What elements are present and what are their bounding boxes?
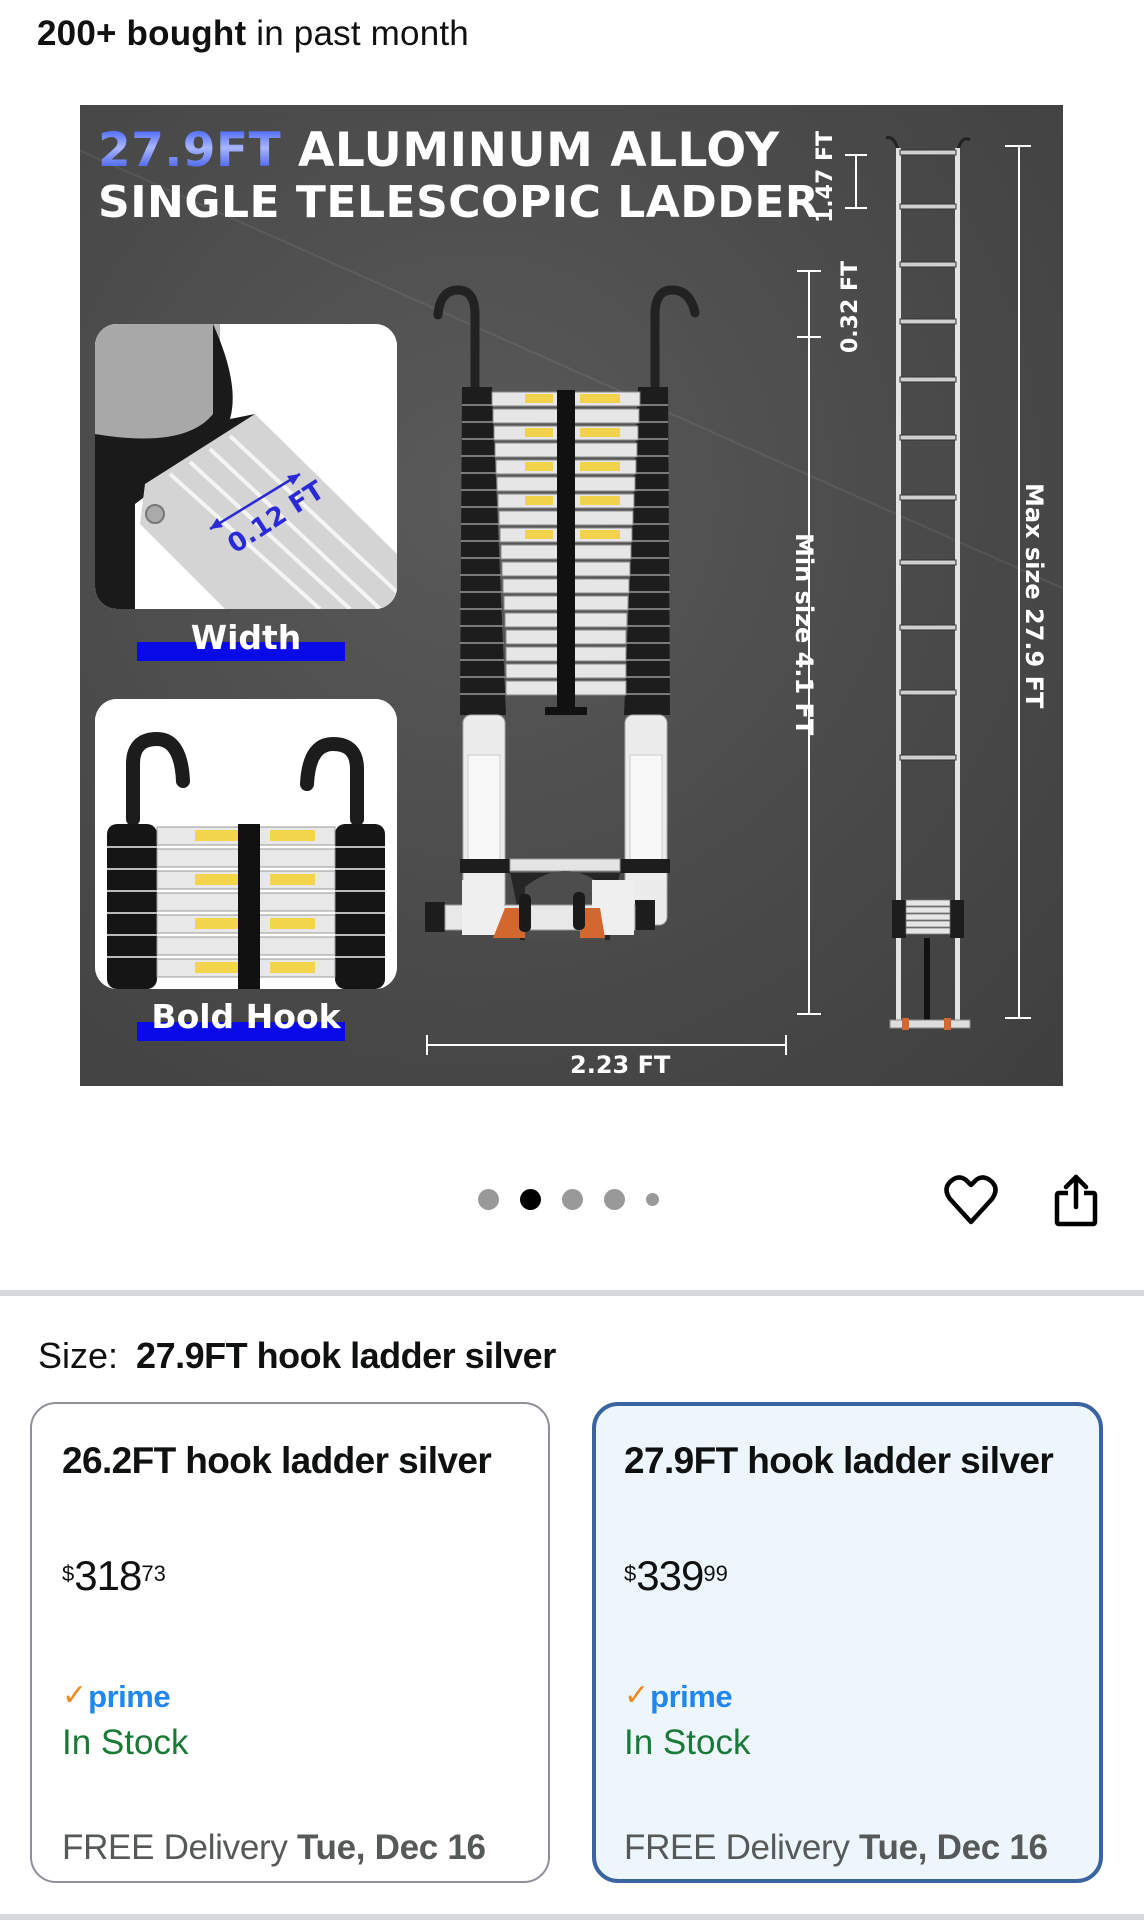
carousel-dot-1[interactable]	[478, 1189, 499, 1210]
max-size-tick-bottom	[1005, 1017, 1031, 1019]
max-size-line	[1018, 145, 1020, 1018]
option-title: 26.2FT hook ladder silver	[62, 1440, 492, 1481]
prime-badge: ✓prime	[624, 1679, 1099, 1713]
min-size-tick-top	[797, 270, 821, 272]
price-symbol: $	[624, 1561, 637, 1586]
carousel-dot-4[interactable]	[604, 1189, 625, 1210]
bought-suffix: in past month	[246, 14, 469, 53]
bought-count: 200+ bought	[37, 14, 247, 53]
step-spacing-tick-top	[845, 154, 867, 156]
max-size-tick-top	[1005, 145, 1031, 147]
prime-check-icon: ✓	[62, 1679, 88, 1712]
carousel-dot-2-active[interactable]	[520, 1189, 541, 1210]
hook-detail-inset	[95, 699, 397, 989]
headline-line2: SINGLE TELESCOPIC LADDER	[98, 176, 820, 228]
carousel-dot-3[interactable]	[562, 1189, 583, 1210]
option-title: 27.9FT hook ladder silver	[624, 1440, 1054, 1481]
step-spacing-tick-bottom	[845, 207, 867, 209]
headline-line1: ALUMINUM ALLOY	[281, 123, 780, 178]
step-spacing-label: 1.47 FT	[813, 131, 838, 223]
base-width-tick-left	[426, 1035, 428, 1055]
min-size-label: Min size 4.1 FT	[790, 533, 818, 736]
price-whole: 318	[74, 1552, 142, 1599]
base-width-line	[427, 1044, 787, 1046]
width-caption-bar	[137, 642, 345, 661]
carousel-dot-5[interactable]	[646, 1193, 659, 1206]
price-symbol: $	[62, 1561, 75, 1586]
product-image[interactable]: 27.9FT ALUMINUM ALLOY SINGLE TELESCOPIC …	[80, 105, 1063, 1086]
delivery-info: FREE Delivery Tue, Dec 16	[62, 1828, 548, 1868]
price-fraction: 73	[141, 1561, 166, 1586]
min-size-line	[808, 270, 810, 1013]
delivery-date: Tue, Dec 16	[859, 1828, 1048, 1867]
section-divider	[0, 1290, 1144, 1296]
delivery-prefix: FREE Delivery	[62, 1828, 298, 1867]
hook-height-label: 0.32 FT	[838, 261, 863, 353]
prime-label: prime	[650, 1678, 733, 1714]
ladder-base-illustration	[425, 880, 655, 938]
selected-size-value: 27.9FT hook ladder silver	[136, 1335, 556, 1376]
size-selector-label: Size: 27.9FT hook ladder silver	[38, 1335, 556, 1377]
share-icon	[1054, 1174, 1098, 1227]
stock-status: In Stock	[62, 1723, 189, 1762]
delivery-prefix: FREE Delivery	[624, 1828, 860, 1867]
extended-ladder-illustration	[885, 136, 971, 1030]
prime-badge: ✓prime	[62, 1679, 548, 1713]
prime-label: prime	[88, 1678, 171, 1714]
step-spacing-line	[855, 155, 857, 208]
price-fraction: 99	[703, 1561, 728, 1586]
collapsed-ladder-illustration	[433, 285, 700, 940]
add-to-list-button[interactable]	[941, 1168, 1001, 1232]
delivery-date: Tue, Dec 16	[297, 1828, 486, 1867]
width-detail-inset: 0.12 FT	[95, 324, 397, 609]
base-width-label: 2.23 FT	[570, 1051, 671, 1079]
width-caption: Width	[190, 618, 302, 657]
headline-highlight: 27.9FT	[98, 123, 282, 178]
stock-status: In Stock	[624, 1723, 751, 1762]
bottom-divider	[0, 1914, 1144, 1920]
hook-height-tick	[797, 336, 821, 338]
base-width-tick-right	[785, 1035, 787, 1055]
hook-caption-bar	[137, 1022, 345, 1041]
max-size-label: Max size 27.9 FT	[1020, 483, 1048, 709]
carousel-pagination[interactable]	[478, 1189, 659, 1210]
delivery-info: FREE Delivery Tue, Dec 16	[624, 1828, 1099, 1868]
price-whole: 339	[636, 1552, 704, 1599]
size-label-text: Size:	[38, 1335, 119, 1376]
share-button[interactable]	[1046, 1168, 1106, 1232]
prime-check-icon: ✓	[624, 1679, 650, 1712]
hook-caption: Bold Hook	[151, 997, 341, 1036]
image-headline: 27.9FT ALUMINUM ALLOY SINGLE TELESCOPIC …	[98, 123, 820, 228]
heart-icon	[944, 1175, 998, 1225]
social-proof: 200+ bought in past month	[37, 14, 469, 54]
min-size-tick-bottom	[797, 1013, 821, 1015]
